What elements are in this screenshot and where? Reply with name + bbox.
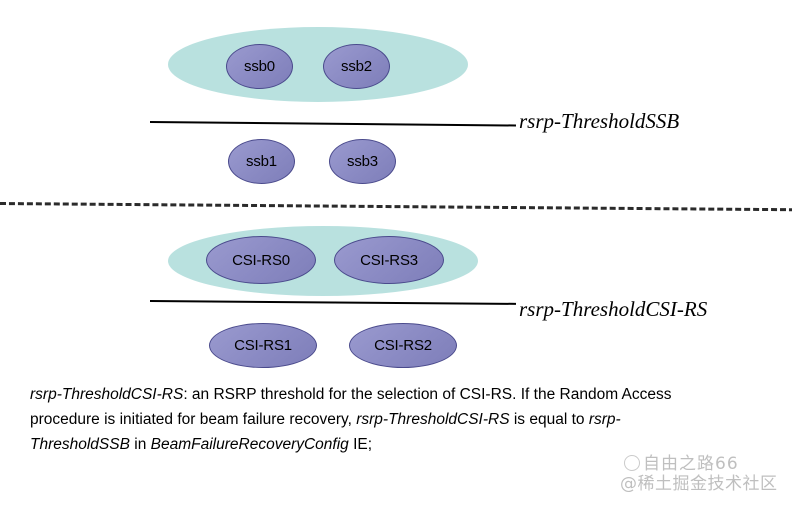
csi-rs-threshold-label: rsrp-ThresholdCSI-RS bbox=[519, 297, 708, 321]
ssb-group-ellipse bbox=[168, 27, 468, 102]
description-segment-6: BeamFailureRecoveryConfig bbox=[150, 436, 349, 453]
watermark-author: 自由之路66 bbox=[624, 449, 739, 474]
description-segment-3: is equal to bbox=[509, 411, 589, 428]
node-csi-rs0[interactable]: CSI-RS0 bbox=[206, 236, 316, 284]
description-paragraph: rsrp-ThresholdCSI-RS: an RSRP threshold … bbox=[30, 382, 720, 457]
watermark-site-text: @稀土掘金技术社区 bbox=[620, 474, 778, 494]
node-ssb2[interactable]: ssb2 bbox=[323, 44, 390, 89]
section-divider bbox=[0, 202, 792, 212]
node-ssb3[interactable]: ssb3 bbox=[329, 139, 396, 184]
ssb-threshold-line bbox=[149, 121, 516, 127]
description-segment-5: in bbox=[129, 436, 151, 453]
node-ssb1[interactable]: ssb1 bbox=[228, 139, 295, 184]
node-csi-rs1[interactable]: CSI-RS1 bbox=[209, 323, 317, 368]
description-segment-2: rsrp-ThresholdCSI-RS bbox=[356, 411, 510, 428]
csi-rs-threshold-line bbox=[149, 300, 516, 305]
watermark-author-text: 自由之路66 bbox=[643, 454, 739, 474]
description-segment-0: rsrp-ThresholdCSI-RS bbox=[30, 386, 184, 403]
ssb-threshold-label: rsrp-ThresholdSSB bbox=[519, 109, 680, 133]
watermark-site: @稀土掘金技术社区 bbox=[620, 469, 778, 494]
description-segment-1: : an RSRP threshold for the selection of… bbox=[30, 386, 672, 428]
watermark-logo-icon bbox=[624, 455, 640, 471]
description-segment-7: IE; bbox=[348, 436, 373, 453]
node-csi-rs3[interactable]: CSI-RS3 bbox=[334, 236, 444, 284]
node-csi-rs2[interactable]: CSI-RS2 bbox=[349, 323, 457, 368]
node-ssb0[interactable]: ssb0 bbox=[226, 44, 293, 89]
description-segment-4: rsrp-ThresholdSSB bbox=[30, 411, 621, 453]
